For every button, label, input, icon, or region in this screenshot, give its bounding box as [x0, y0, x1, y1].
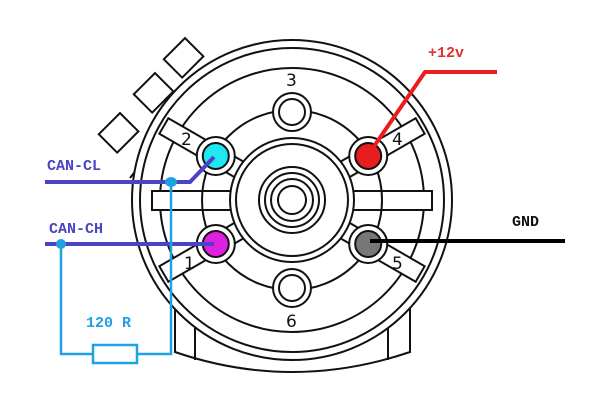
junction-can-low: [165, 177, 177, 187]
wire-terminator: [56, 177, 177, 365]
pin-4: [348, 136, 389, 176]
pin-5: [348, 224, 389, 264]
pin-number-5: 5: [392, 254, 403, 274]
label-ground: GND: [512, 214, 539, 231]
pin-number-3: 3: [286, 71, 297, 91]
pin-number-6: 6: [286, 312, 297, 332]
pin-number-1: 1: [184, 254, 195, 274]
label-power: +12v: [428, 45, 464, 62]
label-resistor: 120 R: [86, 315, 131, 332]
pin-6: [272, 268, 312, 308]
label-can-high: CAN-CH: [49, 221, 103, 238]
pin-number-2: 2: [181, 130, 192, 150]
mounting-tabs: [97, 36, 223, 179]
junction-can-high: [56, 239, 66, 249]
wire-can-low: [45, 155, 216, 184]
pin-number-4: 4: [392, 130, 403, 150]
pin-3: [272, 92, 312, 132]
connector-body: [131, 39, 453, 361]
resistor-symbol: [91, 343, 139, 365]
wire-power: [366, 70, 497, 157]
label-can-low: CAN-CL: [47, 158, 101, 175]
